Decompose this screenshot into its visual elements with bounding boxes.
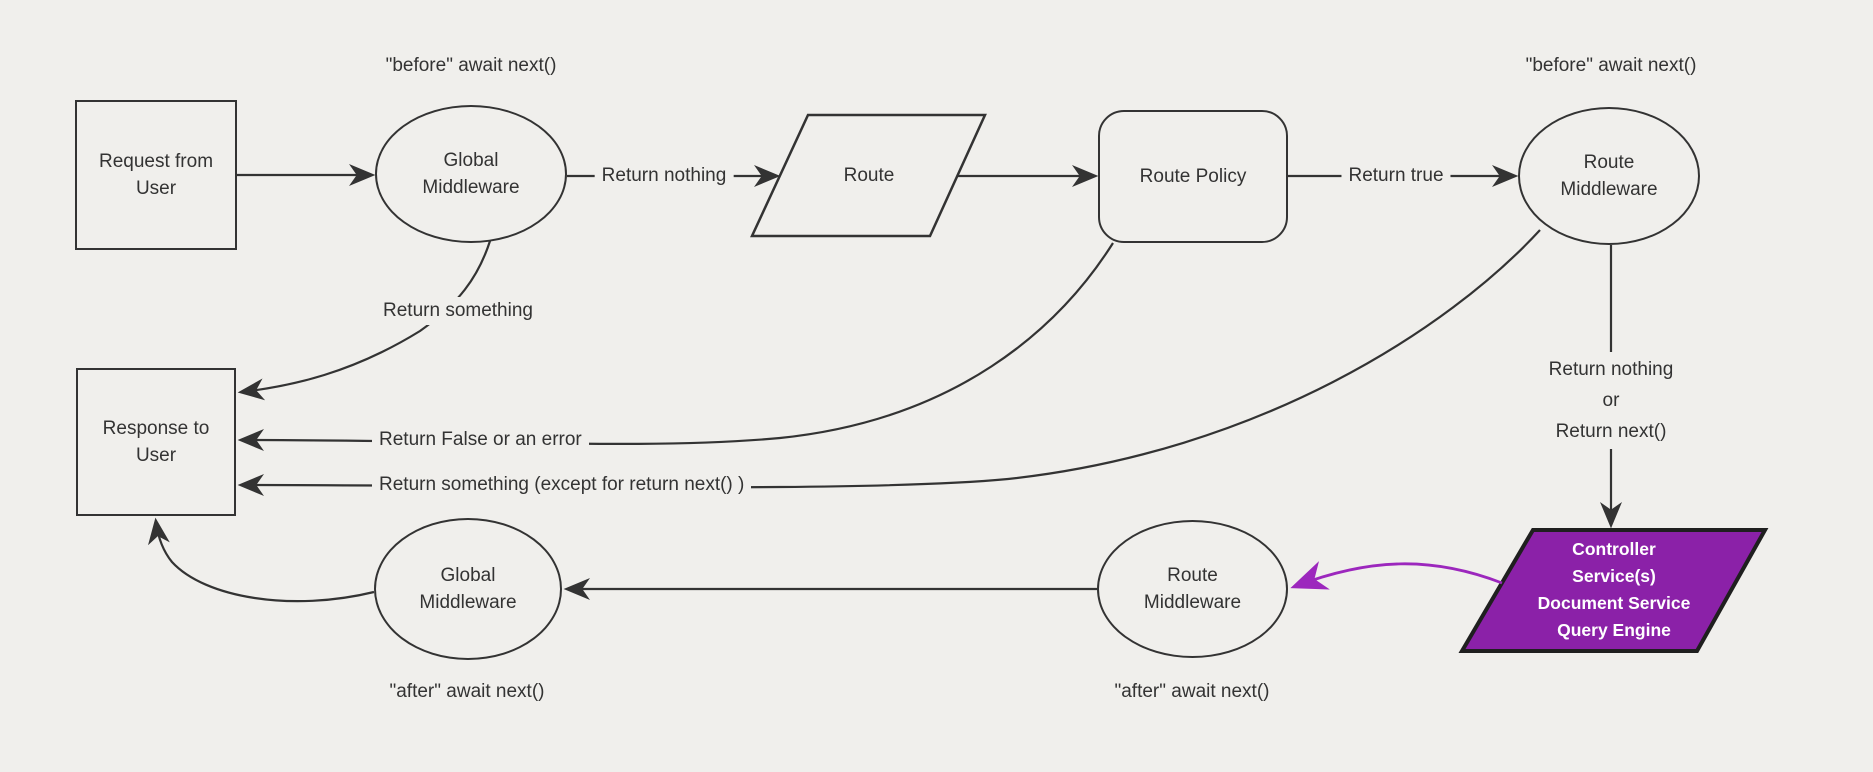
controller-parallelogram <box>1458 528 1769 653</box>
node-label-line: Middleware <box>1560 179 1658 200</box>
label-return-something: Return something <box>376 297 540 325</box>
controller-label-line: Query Engine <box>1557 620 1671 640</box>
label-return-nothing: Return nothing <box>594 162 734 190</box>
route-parallelogram <box>750 113 987 238</box>
node-route-middleware-bottom: Route Middleware <box>1097 520 1288 658</box>
node-label-line: Global <box>443 150 499 171</box>
node-route-middleware-top: Route Middleware <box>1518 107 1700 245</box>
node-response-to-user: Response to User <box>76 368 236 516</box>
edge-controller-to-routemw-bottom <box>1290 561 1503 590</box>
label-before-await-next-left: "before" await next() <box>385 55 557 76</box>
label-return-true: Return true <box>1341 162 1451 190</box>
edge-global-to-response <box>237 240 492 401</box>
label-return-false-or-error: Return False or an error <box>372 426 589 454</box>
label-return-something-except: Return something (except for return next… <box>372 471 752 499</box>
controller-label-line: Controller <box>1572 539 1656 559</box>
controller-label-line: Document Service <box>1537 593 1691 613</box>
node-label-controller: Controller Service(s) Document Service Q… <box>1538 536 1691 644</box>
node-request-from-user: Request from User <box>75 100 237 250</box>
label-before-await-next-right: "before" await next() <box>1525 55 1697 76</box>
node-label-line: Middleware <box>422 177 520 198</box>
node-label-line: Middleware <box>419 592 517 613</box>
edge-policy-to-response <box>237 242 1114 452</box>
node-label-line: Request from <box>98 151 214 172</box>
node-global-middleware-bottom: Global Middleware <box>374 518 562 660</box>
node-route-policy: Route Policy <box>1098 110 1288 243</box>
node-label-route: Route <box>843 165 895 186</box>
node-label-line: Route Policy <box>1139 166 1247 187</box>
node-label-line: Route <box>1167 565 1218 586</box>
node-label-line: User <box>135 178 177 199</box>
node-label-line: Global <box>440 565 496 586</box>
node-label-line: Route <box>1583 152 1635 173</box>
label-return-nothing-or-next: Return nothing or Return next() <box>1540 352 1682 449</box>
node-label-line: Middleware <box>1143 592 1242 613</box>
label-line: Return next() <box>1555 421 1667 442</box>
node-global-middleware-top: Global Middleware <box>375 105 567 243</box>
label-after-await-next-left: "after" await next() <box>389 681 545 702</box>
node-label-line: User <box>135 445 177 466</box>
label-line: or <box>1602 390 1620 411</box>
label-line: Return nothing <box>1548 359 1674 380</box>
node-label-line: Response to <box>102 418 210 439</box>
label-after-await-next-right: "after" await next() <box>1114 681 1270 702</box>
edge-global-bottom-to-response <box>148 517 375 603</box>
controller-label-line: Service(s) <box>1572 566 1656 586</box>
